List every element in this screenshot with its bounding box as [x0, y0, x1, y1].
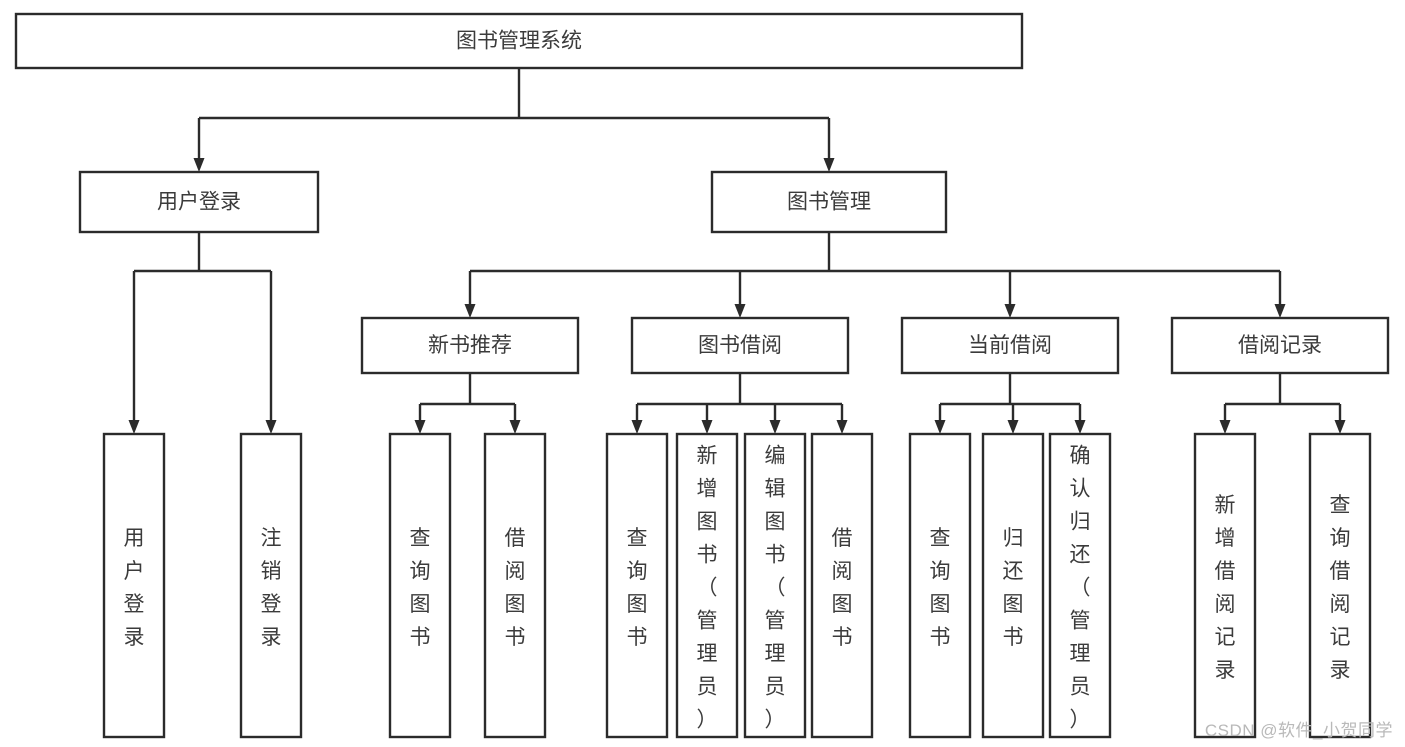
node-编辑图书管理员[interactable]: 编辑图书（管理员）	[743, 432, 807, 739]
arrow-to-查询图书-head	[934, 420, 946, 434]
node-box	[388, 432, 452, 739]
node-用户登录[interactable]: 用户登录	[102, 432, 166, 739]
arrow-to-查询借阅记录-head	[1334, 420, 1346, 434]
node-box	[605, 432, 669, 739]
node-查询图书[interactable]: 查询图书	[605, 432, 669, 739]
node-用户登录[interactable]: 用户登录	[78, 170, 320, 234]
node-box	[710, 170, 948, 234]
node-label: 用户登录	[157, 191, 241, 214]
node-box	[78, 170, 320, 234]
node-box	[483, 432, 547, 739]
node-查询借阅记录[interactable]: 查询借阅记录	[1308, 432, 1372, 739]
node-查询图书[interactable]: 查询图书	[908, 432, 972, 739]
node-label: 新增借阅记录	[1215, 494, 1236, 682]
node-box	[239, 432, 303, 739]
node-注销登录[interactable]: 注销登录	[239, 432, 303, 739]
node-借阅图书[interactable]: 借阅图书	[810, 432, 874, 739]
node-label: 图书管理系统	[456, 30, 582, 53]
node-box	[1048, 432, 1112, 739]
arrow-to-用户登录-head	[193, 158, 205, 172]
node-box	[630, 316, 850, 375]
node-label: 新增图书（管理员）	[697, 445, 718, 732]
node-label: 借阅图书	[505, 527, 526, 649]
arrow-to-借阅图书-head	[836, 420, 848, 434]
node-label: 确认归还（管理员）	[1070, 445, 1091, 732]
node-label: 用户登录	[124, 527, 145, 649]
node-label: 查询借阅记录	[1330, 494, 1351, 682]
arrow-to-新增借阅记录-head	[1219, 420, 1231, 434]
node-box	[900, 316, 1120, 375]
node-box	[981, 432, 1045, 739]
node-box	[675, 432, 739, 739]
node-label: 编辑图书（管理员）	[765, 445, 786, 732]
node-label: 注销登录	[261, 527, 282, 649]
arrow-to-图书借阅-head	[734, 304, 746, 318]
node-label: 图书借阅	[698, 334, 782, 357]
node-确认归还管理员[interactable]: 确认归还（管理员）	[1048, 432, 1112, 739]
node-label: 新书推荐	[428, 334, 512, 357]
arrow-to-查询图书-head	[414, 420, 426, 434]
node-box	[1193, 432, 1257, 739]
node-label: 当前借阅	[968, 334, 1052, 357]
node-借阅图书[interactable]: 借阅图书	[483, 432, 547, 739]
node-box	[908, 432, 972, 739]
arrow-to-借阅记录-head	[1274, 304, 1286, 318]
node-图书管理系统[interactable]: 图书管理系统	[14, 12, 1024, 70]
node-借阅记录[interactable]: 借阅记录	[1170, 316, 1390, 375]
node-box	[810, 432, 874, 739]
node-图书管理[interactable]: 图书管理	[710, 170, 948, 234]
arrow-to-用户登录-head	[128, 420, 140, 434]
node-归还图书[interactable]: 归还图书	[981, 432, 1045, 739]
node-box	[1308, 432, 1372, 739]
node-新增借阅记录[interactable]: 新增借阅记录	[1193, 432, 1257, 739]
node-label: 借阅记录	[1238, 334, 1322, 357]
node-layer: 图书管理系统用户登录图书管理新书推荐图书借阅当前借阅借阅记录用户登录注销登录查询…	[14, 12, 1390, 739]
node-box	[360, 316, 580, 375]
arrow-to-查询图书-head	[631, 420, 643, 434]
node-box	[14, 12, 1024, 70]
node-图书借阅[interactable]: 图书借阅	[630, 316, 850, 375]
arrow-to-图书管理-head	[823, 158, 835, 172]
node-当前借阅[interactable]: 当前借阅	[900, 316, 1120, 375]
node-box	[1170, 316, 1390, 375]
arrow-to-编辑图书管理员-head	[769, 420, 781, 434]
node-label: 查询图书	[410, 527, 431, 649]
node-查询图书[interactable]: 查询图书	[388, 432, 452, 739]
arrow-to-新增图书管理员-head	[701, 420, 713, 434]
node-label: 查询图书	[627, 527, 648, 649]
connector-layer	[128, 68, 1346, 434]
arrow-to-确认归还管理员-head	[1074, 420, 1086, 434]
node-box	[743, 432, 807, 739]
arrow-to-归还图书-head	[1007, 420, 1019, 434]
node-label: 归还图书	[1003, 527, 1024, 649]
node-新书推荐[interactable]: 新书推荐	[360, 316, 580, 375]
node-label: 查询图书	[930, 527, 951, 649]
arrow-to-当前借阅-head	[1004, 304, 1016, 318]
csdn-watermark: CSDN @软件_小贺同学	[1204, 721, 1393, 740]
arrow-to-新书推荐-head	[464, 304, 476, 318]
arrow-to-注销登录-head	[265, 420, 277, 434]
node-新增图书管理员[interactable]: 新增图书（管理员）	[675, 432, 739, 739]
arrow-to-借阅图书-head	[509, 420, 521, 434]
node-label: 借阅图书	[832, 527, 853, 649]
node-box	[102, 432, 166, 739]
node-label: 图书管理	[787, 191, 871, 214]
